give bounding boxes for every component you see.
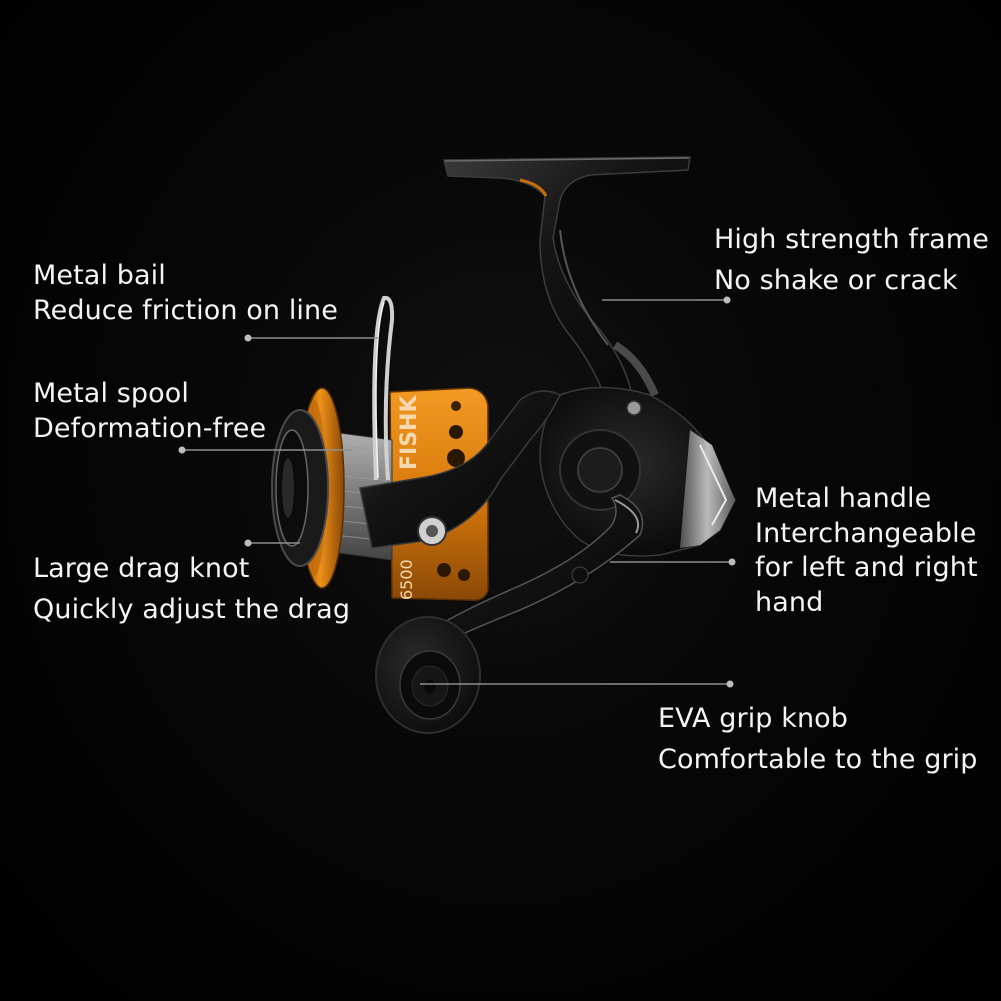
callout-description: for left and right bbox=[755, 552, 978, 584]
callout-title: Metal bail bbox=[33, 260, 166, 291]
callout-description: Reduce friction on line bbox=[33, 294, 338, 326]
callout-description: No shake or crack bbox=[714, 265, 958, 297]
reel-foot bbox=[443, 156, 691, 406]
callout-title: Metal spool bbox=[33, 378, 189, 409]
reel-arm bbox=[359, 390, 644, 641]
callout-description: Deformation-free bbox=[33, 412, 267, 444]
callout-drag-knob: Large drag knot Quickly adjust the drag bbox=[33, 548, 350, 630]
callout-title: High strength frame bbox=[714, 224, 989, 255]
callout-frame: High strength frame No shake or crack bbox=[714, 219, 989, 301]
callout-metal-spool: Metal spool Deformation-free bbox=[33, 377, 266, 446]
leader-dot-handle bbox=[728, 558, 736, 566]
callout-description: hand bbox=[755, 586, 824, 618]
leader-dot-frame bbox=[723, 296, 731, 304]
reel-body bbox=[539, 341, 736, 557]
callout-leader-lines bbox=[178, 296, 736, 688]
leader-dot-knob bbox=[726, 680, 734, 688]
callout-description: Interchangeable bbox=[755, 517, 977, 549]
callout-description: Comfortable to the grip bbox=[658, 744, 978, 776]
callout-metal-handle: Metal handle Interchangeable for left an… bbox=[755, 482, 978, 620]
callout-title: EVA grip knob bbox=[658, 703, 849, 734]
leader-dot-spool bbox=[178, 446, 186, 454]
callout-grip-knob: EVA grip knob Comfortable to the grip bbox=[658, 698, 978, 780]
callout-title: Metal handle bbox=[755, 483, 932, 514]
reel-model-print: 6500 bbox=[397, 559, 416, 600]
reel-bail bbox=[372, 295, 395, 481]
callout-title: Large drag knot bbox=[33, 553, 250, 584]
reel-grip-knob bbox=[375, 616, 481, 734]
callout-description: Quickly adjust the drag bbox=[33, 594, 351, 626]
leader-dot-bail bbox=[244, 334, 252, 342]
leader-dot-drag bbox=[244, 539, 252, 547]
callout-metal-bail: Metal bail Reduce friction on line bbox=[33, 259, 338, 328]
reel-brand-print: FISHK bbox=[397, 395, 422, 470]
reel-drag-knob bbox=[271, 409, 329, 567]
